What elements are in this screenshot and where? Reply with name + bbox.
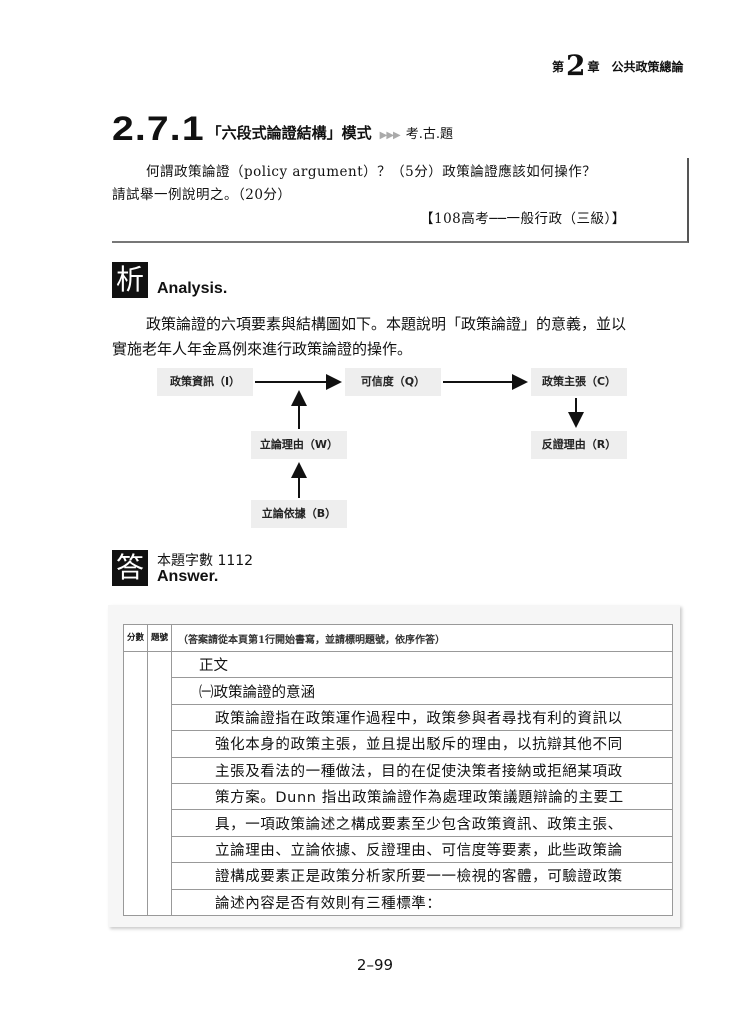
- analysis-badge-icon: 析: [112, 262, 148, 298]
- analysis-label: Analysis.: [157, 280, 228, 297]
- chapter-suffix: 章: [587, 59, 600, 74]
- table-header-row: 分數 題號 （答案請從本頁第1行開始書寫，並請標明題號，依序作答）: [123, 624, 673, 652]
- table-row: 具，一項政策論述之構成要素至少包含政策資訊、政策主張、: [124, 809, 673, 837]
- score-cell: [123, 651, 148, 916]
- diagram-node-information: 政策資訊（I）: [157, 368, 253, 396]
- section-heading: 2.7.1 「六段式論證結構」模式 ▶▶▶ 考.古.題: [112, 112, 453, 146]
- answer-line: 正文: [171, 650, 673, 679]
- analysis-paragraph: 政策論證的六項要素與結構圖如下。本題說明「政策論證」的意義，並以: [146, 315, 627, 333]
- answer-line: 立論理由、立論依據、反證理由、可信度等要素，此些政策論: [171, 835, 673, 864]
- chapter-number: 2: [566, 49, 586, 82]
- answer-line: 政策論證指在政策運作過程中，政策參與者尋找有利的資訊以: [171, 703, 673, 732]
- question-number-column-header: 題號: [147, 624, 172, 652]
- chapter-title: 公共政策總論: [611, 59, 684, 74]
- table-row: 論述內容是否有效則有三種標準：: [124, 888, 673, 916]
- question-source: 【108高考──一般行政（三級）】: [420, 211, 626, 227]
- answer-label: Answer.: [157, 568, 219, 585]
- table-row: 證構成要素正是政策分析家所要一一檢視的客體，可驗證政策: [124, 862, 673, 890]
- section-title: 「六段式論證結構」模式: [206, 124, 372, 142]
- question-number-cell: [147, 651, 172, 916]
- chapter-prefix: 第: [552, 59, 565, 74]
- table-row: 策方案。Dunn 指出政策論證作為處理政策議題辯論的主要工: [124, 782, 673, 811]
- answer-line: ㈠政策論證的意涵: [171, 677, 673, 705]
- question-line: 請試舉一例說明之。（20分）: [112, 187, 292, 203]
- analysis-paragraph: 實施老年人年金爲例來進行政策論證的操作。: [112, 340, 413, 358]
- answer-line: 策方案。Dunn 指出政策論證作為處理政策議題辯論的主要工: [171, 782, 673, 811]
- answer-badge-icon: 答: [112, 550, 148, 586]
- running-header: 第 2 章 公共政策總論: [552, 49, 684, 82]
- diagram-node-rebuttal: 反證理由（R）: [531, 431, 627, 459]
- table-row: 立論理由、立論依據、反證理由、可信度等要素，此些政策論: [124, 835, 673, 864]
- word-count: 本題字數 1112: [157, 553, 254, 569]
- answer-line: 強化本身的政策主張，並且提出駁斥的理由，以抗辯其他不同: [171, 730, 673, 758]
- section-number: 2.7.1: [112, 110, 205, 148]
- answer-sheet-table: 分數 題號 （答案請從本頁第1行開始書寫，並請標明題號，依序作答） 正文㈠政策論…: [123, 624, 673, 916]
- answer-line: 論述內容是否有效則有三種標準：: [171, 888, 673, 916]
- section-tag: 考.古.題: [405, 127, 453, 142]
- table-row: 政策論證指在政策運作過程中，政策參與者尋找有利的資訊以: [124, 703, 673, 732]
- answer-line: 主張及看法的一種做法，目的在促使決策者接納或拒絕某項政: [171, 756, 673, 784]
- table-row: 正文: [123, 650, 673, 916]
- diagram-node-backing: 立論依據（B）: [251, 500, 347, 528]
- page-number: 2–99: [356, 956, 394, 974]
- question-box: [112, 158, 689, 243]
- answer-line: 具，一項政策論述之構成要素至少包含政策資訊、政策主張、: [171, 809, 673, 837]
- table-row: ㈠政策論證的意涵: [124, 677, 673, 705]
- table-row: 強化本身的政策主張，並且提出駁斥的理由，以抗辯其他不同: [124, 730, 673, 758]
- diagram-node-warrant: 立論理由（W）: [251, 431, 347, 459]
- diagram-node-qualifier: 可信度（Q）: [345, 368, 441, 396]
- table-row: 主張及看法的一種做法，目的在促使決策者接納或拒絕某項政: [124, 756, 673, 784]
- answer-line: 證構成要素正是政策分析家所要一一檢視的客體，可驗證政策: [171, 862, 673, 890]
- sheet-instruction: （答案請從本頁第1行開始書寫，並請標明題號，依序作答）: [171, 624, 673, 652]
- score-column-header: 分數: [123, 624, 148, 652]
- triangle-arrows-icon: ▶▶▶: [379, 130, 401, 141]
- question-line: 何謂政策論證（policy argument）？（5分）政策論證應該如何操作？: [146, 164, 597, 180]
- diagram-node-claim: 政策主張（C）: [531, 368, 627, 396]
